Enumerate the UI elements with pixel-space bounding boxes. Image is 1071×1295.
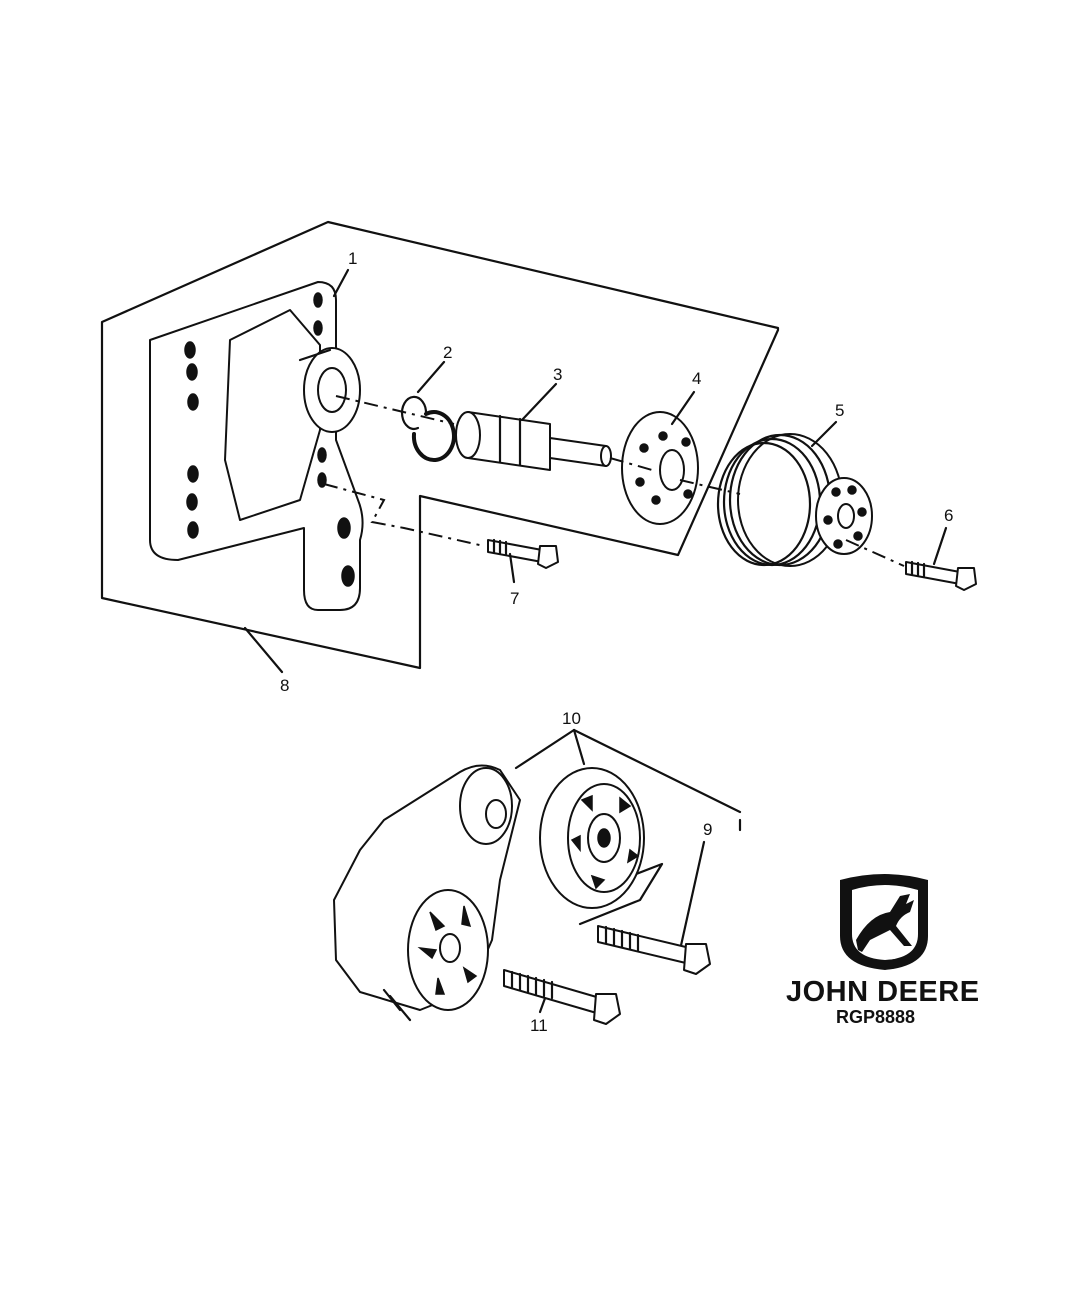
callout-2: 2 [443,343,453,362]
kit-outline-frame [100,220,780,674]
callout-11: 11 [530,1016,548,1035]
callout-6: 6 [944,506,954,525]
tensioner-mounting-bolt-drawing [503,969,621,1025]
callout-4: 4 [692,369,702,388]
callout-3: 3 [553,365,563,384]
callout-leader-lines [332,268,948,1014]
assembly-axis-lines [323,395,905,567]
mounting-bracket-drawing [149,281,364,611]
shaft-drawing [455,411,612,471]
belt-tensioner-drawing [333,764,645,1022]
hub-drawing [621,411,699,525]
callout-5: 5 [835,401,845,420]
snap-ring-drawing [400,395,456,463]
bracket-cap-screw-drawing [487,538,559,569]
leaping-deer-icon [840,874,928,970]
pulley-cap-screw-drawing [905,560,977,591]
callout-9: 9 [703,820,713,839]
callout-7: 7 [510,589,520,608]
callout-8: 8 [280,676,290,695]
document-code: RGP8888 [836,1007,916,1027]
pulley-drawing [716,433,873,567]
brand-name: JOHN DEERE [786,976,980,1008]
callout-1: 1 [348,249,358,268]
callout-10: 10 [562,709,581,728]
